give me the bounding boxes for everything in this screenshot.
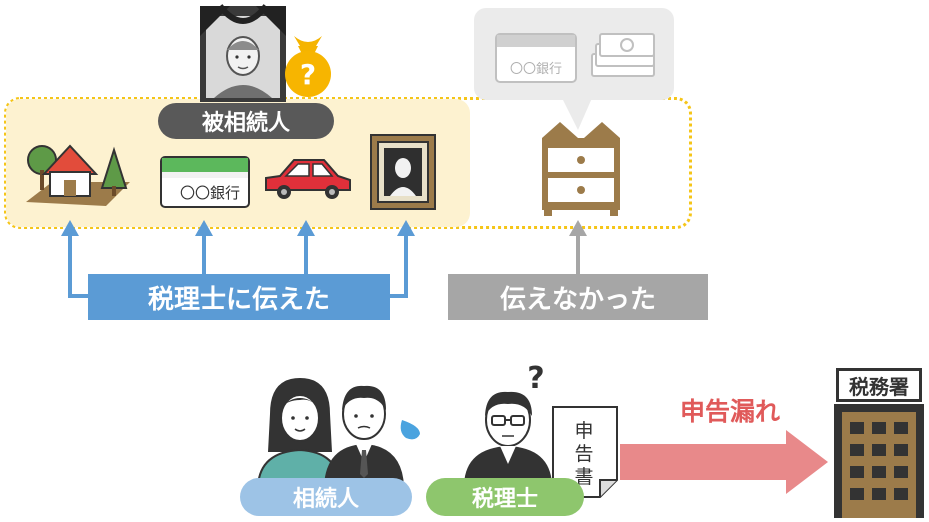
omission-arrow xyxy=(620,430,828,494)
car-icon xyxy=(265,159,351,199)
bank-passbook-text: 〇〇銀行 xyxy=(179,184,240,202)
hidden-assets-bubble xyxy=(474,8,674,130)
told-label: 税理士に伝えた xyxy=(88,274,390,320)
svg-text:?: ? xyxy=(300,58,316,91)
heirs-label: 相続人 xyxy=(240,478,412,516)
money-bag-question-icon: ? xyxy=(285,36,331,97)
tax-accountant-icon: ? xyxy=(464,361,552,484)
estate-boundary xyxy=(4,97,692,229)
tax-office-building-icon xyxy=(834,404,924,518)
hidden-passbook-text: 〇〇銀行 xyxy=(509,62,562,77)
deceased-label: 被相続人 xyxy=(158,103,334,139)
drawer-icon xyxy=(542,122,620,216)
svg-text:?: ? xyxy=(527,361,544,396)
painting-icon xyxy=(370,134,436,210)
accountant-label: 税理士 xyxy=(426,478,584,516)
tax-office-sign: 税務署 xyxy=(836,368,922,402)
bank-passbook-icon xyxy=(160,156,250,208)
house-icon xyxy=(26,144,130,206)
not-told-label: 伝えなかった xyxy=(448,274,708,320)
deceased-portrait-icon xyxy=(200,4,286,102)
heirs-icon xyxy=(256,378,420,487)
omission-label: 申告漏れ xyxy=(679,397,780,426)
tax-return-text: 申告書 xyxy=(574,420,594,488)
